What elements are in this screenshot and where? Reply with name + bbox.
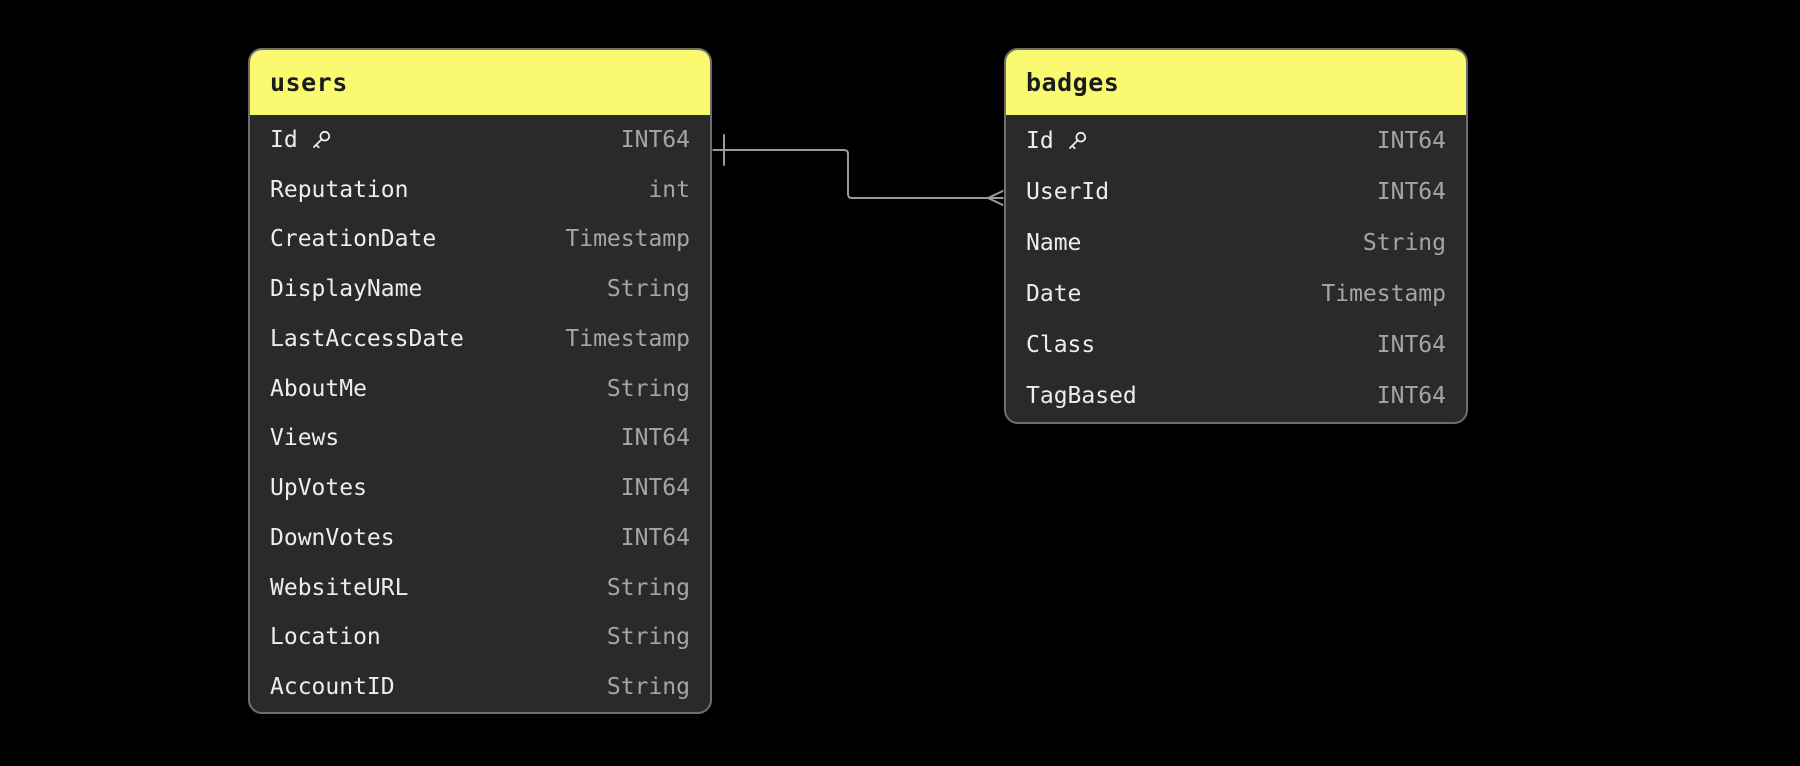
field-type: int xyxy=(648,176,690,203)
field-type: Timestamp xyxy=(565,325,690,352)
field-name: Location xyxy=(270,624,381,650)
table-badges-title: badges xyxy=(1026,68,1120,97)
field-type: INT64 xyxy=(1376,383,1446,410)
relationship-line xyxy=(711,149,1005,199)
field-type: INT64 xyxy=(1376,178,1446,205)
field-name: Id xyxy=(270,127,333,153)
table-users[interactable]: users Id INT64 xyxy=(248,48,712,714)
cardinality-many-crowfoot xyxy=(985,189,1005,207)
field-name-label: UpVotes xyxy=(270,475,367,502)
field-name: WebsiteURL xyxy=(270,575,408,601)
field-name-label: AboutMe xyxy=(270,375,367,402)
table-row: Class INT64 xyxy=(1006,320,1466,371)
table-row: UserId INT64 xyxy=(1006,166,1466,217)
table-row: DisplayName String xyxy=(250,264,710,314)
field-name: CreationDate xyxy=(270,226,436,252)
field-name: Id xyxy=(1026,128,1089,154)
field-type: INT64 xyxy=(620,425,690,452)
primary-key-icon xyxy=(1065,129,1089,153)
table-row: LastAccessDate Timestamp xyxy=(250,314,710,364)
field-type: String xyxy=(606,375,690,402)
field-name: AccountID xyxy=(270,674,395,700)
table-row: Reputation int xyxy=(250,165,710,215)
table-row: Id INT64 xyxy=(1006,115,1466,166)
field-name-label: Class xyxy=(1026,332,1096,359)
field-name: Name xyxy=(1026,230,1081,256)
field-name: DisplayName xyxy=(270,276,422,302)
field-type: String xyxy=(606,674,690,701)
field-name: TagBased xyxy=(1026,383,1137,409)
field-name: Class xyxy=(1026,332,1095,358)
field-name: Views xyxy=(270,425,339,451)
table-users-title: users xyxy=(270,68,348,97)
table-row: Id INT64 xyxy=(250,115,710,165)
field-name: UpVotes xyxy=(270,475,367,501)
table-users-header[interactable]: users xyxy=(250,50,710,115)
field-name: LastAccessDate xyxy=(270,326,464,352)
table-row: Views INT64 xyxy=(250,414,710,464)
field-type: String xyxy=(1362,229,1446,256)
field-name-label: Name xyxy=(1026,229,1082,256)
table-badges-rows: Id INT64 UserId xyxy=(1006,115,1466,422)
field-name-label: TagBased xyxy=(1026,383,1137,410)
field-type: INT64 xyxy=(620,126,690,153)
field-name-label: WebsiteURL xyxy=(270,574,409,601)
field-name: Date xyxy=(1026,281,1081,307)
field-name-label: CreationDate xyxy=(270,226,437,253)
table-users-rows: Id INT64 Reputation xyxy=(250,115,710,712)
field-name-label: LastAccessDate xyxy=(270,325,464,352)
table-row: UpVotes INT64 xyxy=(250,463,710,513)
table-row: CreationDate Timestamp xyxy=(250,215,710,265)
field-name-label: DisplayName xyxy=(270,276,423,303)
field-name-label: DownVotes xyxy=(270,524,395,551)
field-name-label: Date xyxy=(1026,281,1082,308)
field-name-label: Views xyxy=(270,425,340,452)
table-row: Name String xyxy=(1006,217,1466,268)
table-badges[interactable]: badges Id INT64 xyxy=(1004,48,1468,424)
field-name: AboutMe xyxy=(270,376,367,402)
primary-key-icon xyxy=(309,128,333,152)
field-name: Reputation xyxy=(270,177,408,203)
field-name: UserId xyxy=(1026,179,1109,205)
field-name-label: Location xyxy=(270,624,381,651)
field-type: String xyxy=(606,574,690,601)
table-row: TagBased INT64 xyxy=(1006,371,1466,422)
field-type: INT64 xyxy=(1376,127,1446,154)
table-badges-header[interactable]: badges xyxy=(1006,50,1466,115)
table-row: DownVotes INT64 xyxy=(250,513,710,563)
field-name-label: AccountID xyxy=(270,674,395,701)
table-row: Location String xyxy=(250,613,710,663)
field-type: INT64 xyxy=(620,475,690,502)
field-type: String xyxy=(606,624,690,651)
table-row: WebsiteURL String xyxy=(250,563,710,613)
field-name-label: UserId xyxy=(1026,178,1110,205)
table-row: AccountID String xyxy=(250,662,710,712)
field-name-label: Id xyxy=(270,126,298,153)
field-name-label: Reputation xyxy=(270,176,409,203)
field-name-label: Id xyxy=(1026,127,1054,154)
table-row: Date Timestamp xyxy=(1006,269,1466,320)
field-type: INT64 xyxy=(1376,332,1446,359)
field-type: String xyxy=(606,276,690,303)
table-row: AboutMe String xyxy=(250,364,710,414)
field-name: DownVotes xyxy=(270,525,395,551)
field-type: INT64 xyxy=(620,524,690,551)
field-type: Timestamp xyxy=(1321,281,1446,308)
field-type: Timestamp xyxy=(565,226,690,253)
